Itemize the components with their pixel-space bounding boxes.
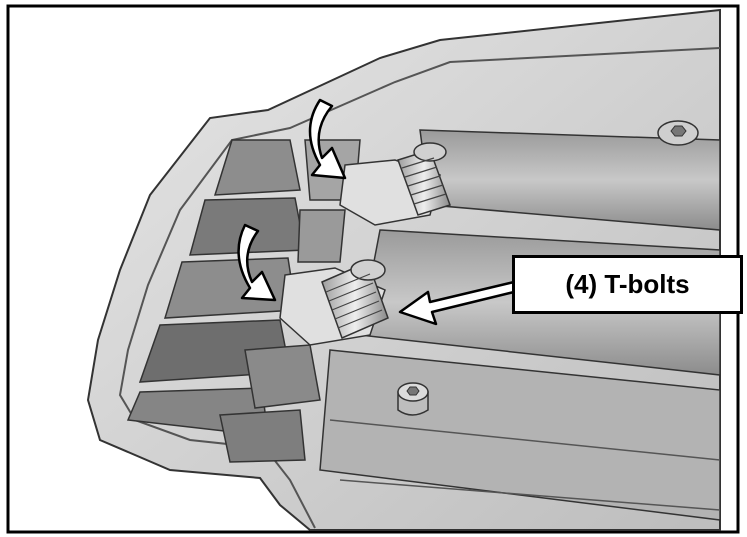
- curved-arrow-icon: [308, 98, 347, 180]
- socket-head-screw-icon: [657, 120, 699, 146]
- callout-label: (4) T-bolts: [512, 255, 743, 314]
- straight-arrow-icon: [398, 280, 516, 326]
- t-bolt-icon: [397, 142, 451, 216]
- curved-arrow-icon: [237, 223, 277, 302]
- t-bolt-icon: [321, 259, 389, 340]
- socket-head-screw-icon: [397, 382, 429, 416]
